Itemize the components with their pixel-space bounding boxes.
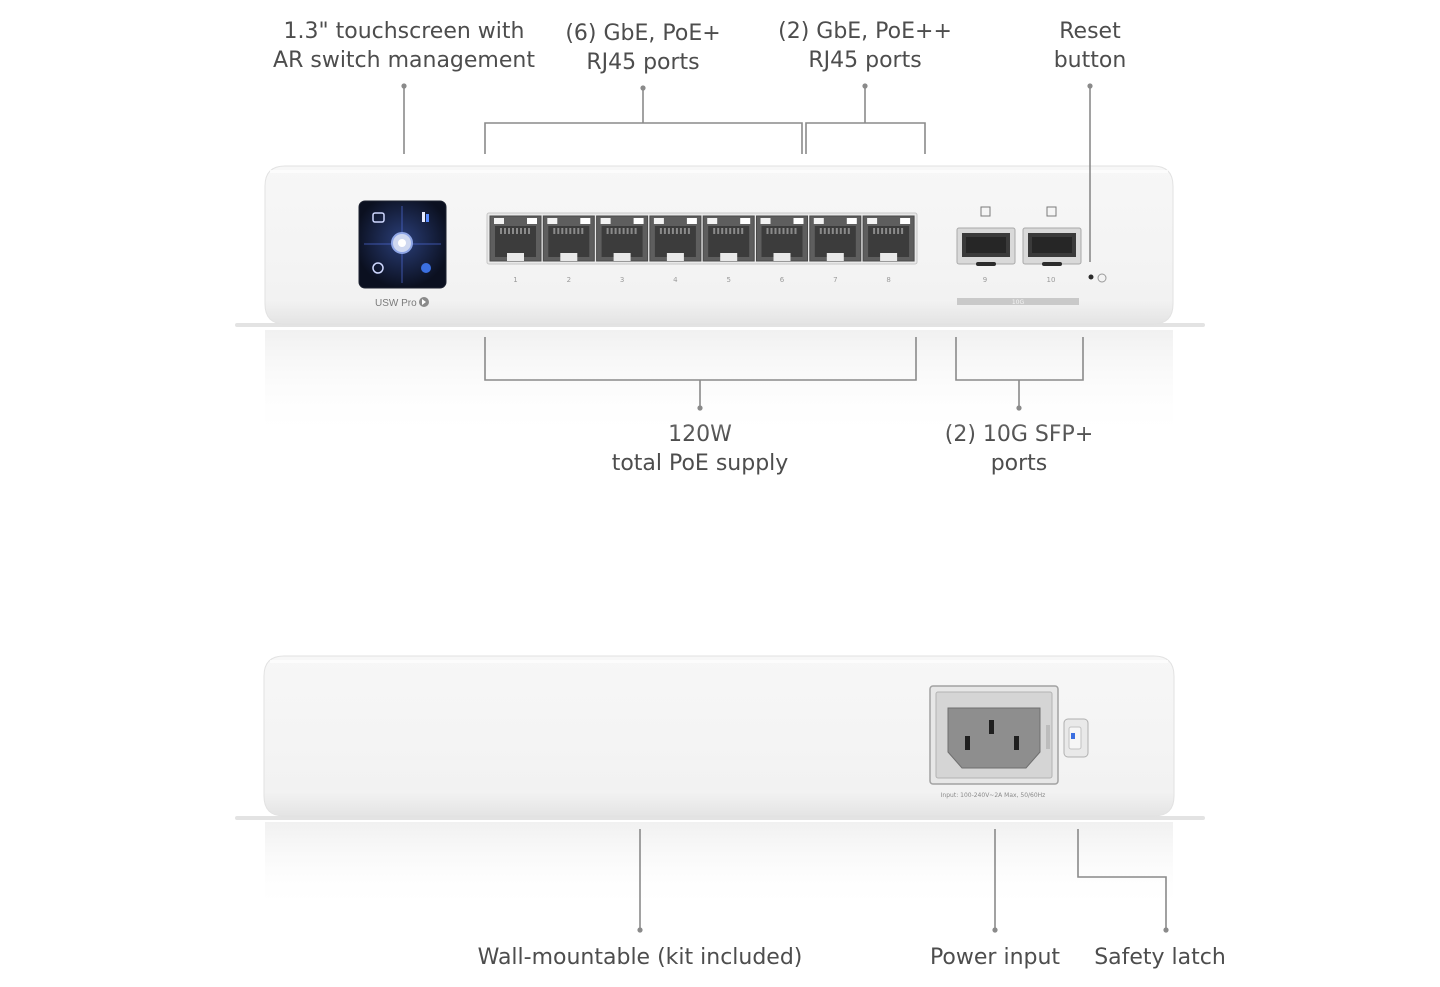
port-led bbox=[686, 218, 697, 224]
callout-safety-latch: Safety latch bbox=[1094, 945, 1226, 970]
port-led bbox=[793, 218, 804, 224]
rj45-port-5 bbox=[702, 215, 755, 262]
callout-touchscreen: 1.3" touchscreen with AR switch manageme… bbox=[273, 17, 535, 75]
port-number-3: 3 bbox=[620, 276, 624, 284]
callout-sfp-line2: ports bbox=[990, 451, 1048, 476]
rear-device: Input: 100-240V~2A Max, 50/60Hz bbox=[235, 655, 1205, 912]
callout-poe-plus-plus-line1: (2) GbE, PoE++ bbox=[778, 19, 952, 44]
port-number-4: 4 bbox=[673, 276, 678, 284]
rj45-port-8 bbox=[862, 215, 915, 262]
reset-button bbox=[1088, 274, 1094, 280]
port-led bbox=[633, 218, 644, 224]
callout-power-input: Power input bbox=[929, 945, 1061, 970]
rj45-port-1 bbox=[489, 215, 542, 262]
sfp-number-9: 9 bbox=[983, 276, 987, 284]
callout-touchscreen-line1: 1.3" touchscreen with bbox=[283, 19, 525, 44]
rj45-port-7 bbox=[809, 215, 862, 262]
sfp-speed-label: 10G bbox=[1012, 299, 1025, 306]
callout-lines bbox=[403, 86, 1167, 930]
callout-poe-plus-plus-ports: (2) GbE, PoE++ RJ45 ports bbox=[778, 17, 952, 75]
front-reflection bbox=[265, 330, 1173, 440]
port-number-2: 2 bbox=[567, 276, 571, 284]
callout-poe-plus-plus-line2: RJ45 ports bbox=[808, 48, 922, 73]
sfp-cage-9 bbox=[956, 206, 1016, 266]
rj45-port-4 bbox=[649, 215, 702, 262]
callout-touchscreen-line2: AR switch management bbox=[273, 48, 535, 73]
port-number-1: 1 bbox=[513, 276, 517, 284]
port-led bbox=[846, 218, 857, 224]
safety-latch bbox=[1046, 718, 1089, 758]
port-number-5: 5 bbox=[726, 276, 730, 284]
port-number-7: 7 bbox=[833, 276, 837, 284]
port-led bbox=[900, 218, 911, 224]
callout-wall-mount: Wall-mountable (kit included) bbox=[477, 945, 803, 970]
callout-reset-line1: Reset bbox=[1059, 19, 1121, 44]
callout-poe-plus-line2: RJ45 ports bbox=[586, 50, 700, 75]
callout-reset-line2: button bbox=[1053, 48, 1127, 73]
port-number-8: 8 bbox=[886, 276, 890, 284]
sfp-speed-bar bbox=[957, 298, 1079, 305]
callout-dots bbox=[401, 83, 1169, 933]
sfp-number-10: 10 bbox=[1047, 276, 1056, 284]
model-label: USW Pro bbox=[375, 298, 417, 309]
port-number-6: 6 bbox=[780, 276, 785, 284]
front-device: USW Pro 1 2 3 4 5 6 7 8 bbox=[235, 165, 1205, 440]
port-led bbox=[527, 218, 537, 224]
port-led bbox=[580, 218, 591, 224]
rj45-port-2 bbox=[542, 215, 595, 262]
rj45-port-3 bbox=[596, 215, 649, 262]
callout-reset-button: Reset button bbox=[1054, 17, 1127, 75]
rear-reflection bbox=[265, 822, 1173, 912]
rear-shadow bbox=[235, 816, 1205, 820]
power-rating-label: Input: 100-240V~2A Max, 50/60Hz bbox=[941, 792, 1046, 799]
callout-poe-supply-line2: total PoE supply bbox=[611, 451, 789, 476]
sfp-cage-10 bbox=[1022, 206, 1082, 266]
reset-icon bbox=[1097, 273, 1107, 283]
touchscreen-display bbox=[358, 200, 447, 289]
rj45-port-6 bbox=[756, 215, 808, 262]
power-inlet bbox=[929, 685, 1059, 785]
callout-poe-plus-ports: (6) GbE, PoE+ RJ45 ports bbox=[565, 19, 720, 77]
callout-poe-plus-line1: (6) GbE, PoE+ bbox=[565, 21, 721, 46]
rj45-ports bbox=[489, 215, 915, 262]
rj45-port-numbers: 1 2 3 4 5 6 7 8 bbox=[513, 276, 891, 284]
port-led bbox=[740, 218, 751, 224]
